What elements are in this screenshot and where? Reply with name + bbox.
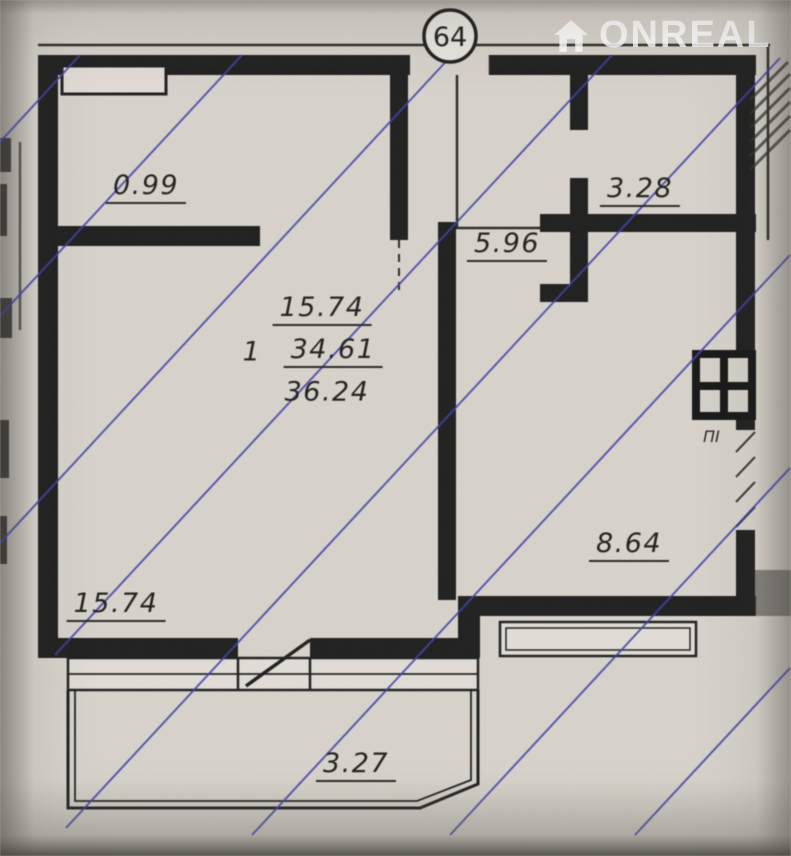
dim-living-area: 15.74 [272, 294, 372, 326]
dim-living-width: 15.74 [66, 590, 166, 622]
room-count: 1 [242, 336, 262, 368]
dim-corridor-area: 5.96 [466, 230, 548, 262]
dim-kitchen-area: 8.64 [588, 530, 670, 562]
dim-total-area: 34.61 [283, 336, 383, 368]
dim-hall-width: 0.99 [105, 172, 187, 204]
dim-balcony-area: 3.27 [315, 750, 397, 782]
dim-total-with-balcony: 36.24 [284, 376, 370, 408]
dim-bathroom-area: 3.28 [599, 175, 681, 207]
